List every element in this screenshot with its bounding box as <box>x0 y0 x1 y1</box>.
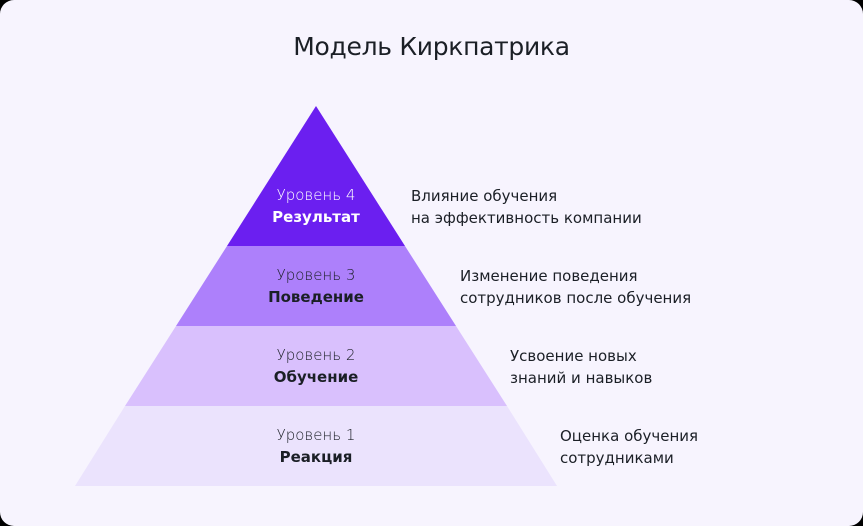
level-3-label: Уровень 3 Поведение <box>216 264 416 308</box>
diagram-title: Модель Киркпатрика <box>293 32 570 61</box>
level-4-description: Влияние обучения на эффективность компан… <box>411 185 642 229</box>
level-4-number: Уровень 4 <box>276 186 356 204</box>
level-1-description: Оценка обучения сотрудниками <box>560 425 698 469</box>
description-line: сотрудниками <box>560 449 674 467</box>
level-4-name: Результат <box>272 208 360 226</box>
level-2-description: Усвоение новых знаний и навыков <box>510 345 652 389</box>
pyramid-level-2 <box>125 326 507 406</box>
level-1-number: Уровень 1 <box>276 426 356 444</box>
description-line: Влияние обучения <box>411 187 558 205</box>
description-line: Усвоение новых <box>510 347 637 365</box>
description-line: сотрудников после обучения <box>460 289 692 307</box>
level-3-number: Уровень 3 <box>276 266 356 284</box>
description-line: Изменение поведения <box>460 267 638 285</box>
pyramid-level-4 <box>227 106 405 246</box>
level-1-name: Реакция <box>279 448 353 466</box>
level-2-label: Уровень 2 Обучение <box>216 344 416 388</box>
level-1-label: Уровень 1 Реакция <box>216 424 416 468</box>
description-line: знаний и навыков <box>510 369 653 387</box>
level-4-label: Уровень 4 Результат <box>216 184 416 228</box>
description-line: на эффективность компании <box>411 209 642 227</box>
description-line: Оценка обучения <box>560 427 699 445</box>
level-2-name: Обучение <box>273 368 359 386</box>
pyramid-level-1 <box>75 406 557 486</box>
level-2-number: Уровень 2 <box>276 346 356 364</box>
level-3-name: Поведение <box>268 288 364 306</box>
level-3-description: Изменение поведения сотрудников после об… <box>460 265 691 309</box>
pyramid-level-3 <box>176 246 456 326</box>
